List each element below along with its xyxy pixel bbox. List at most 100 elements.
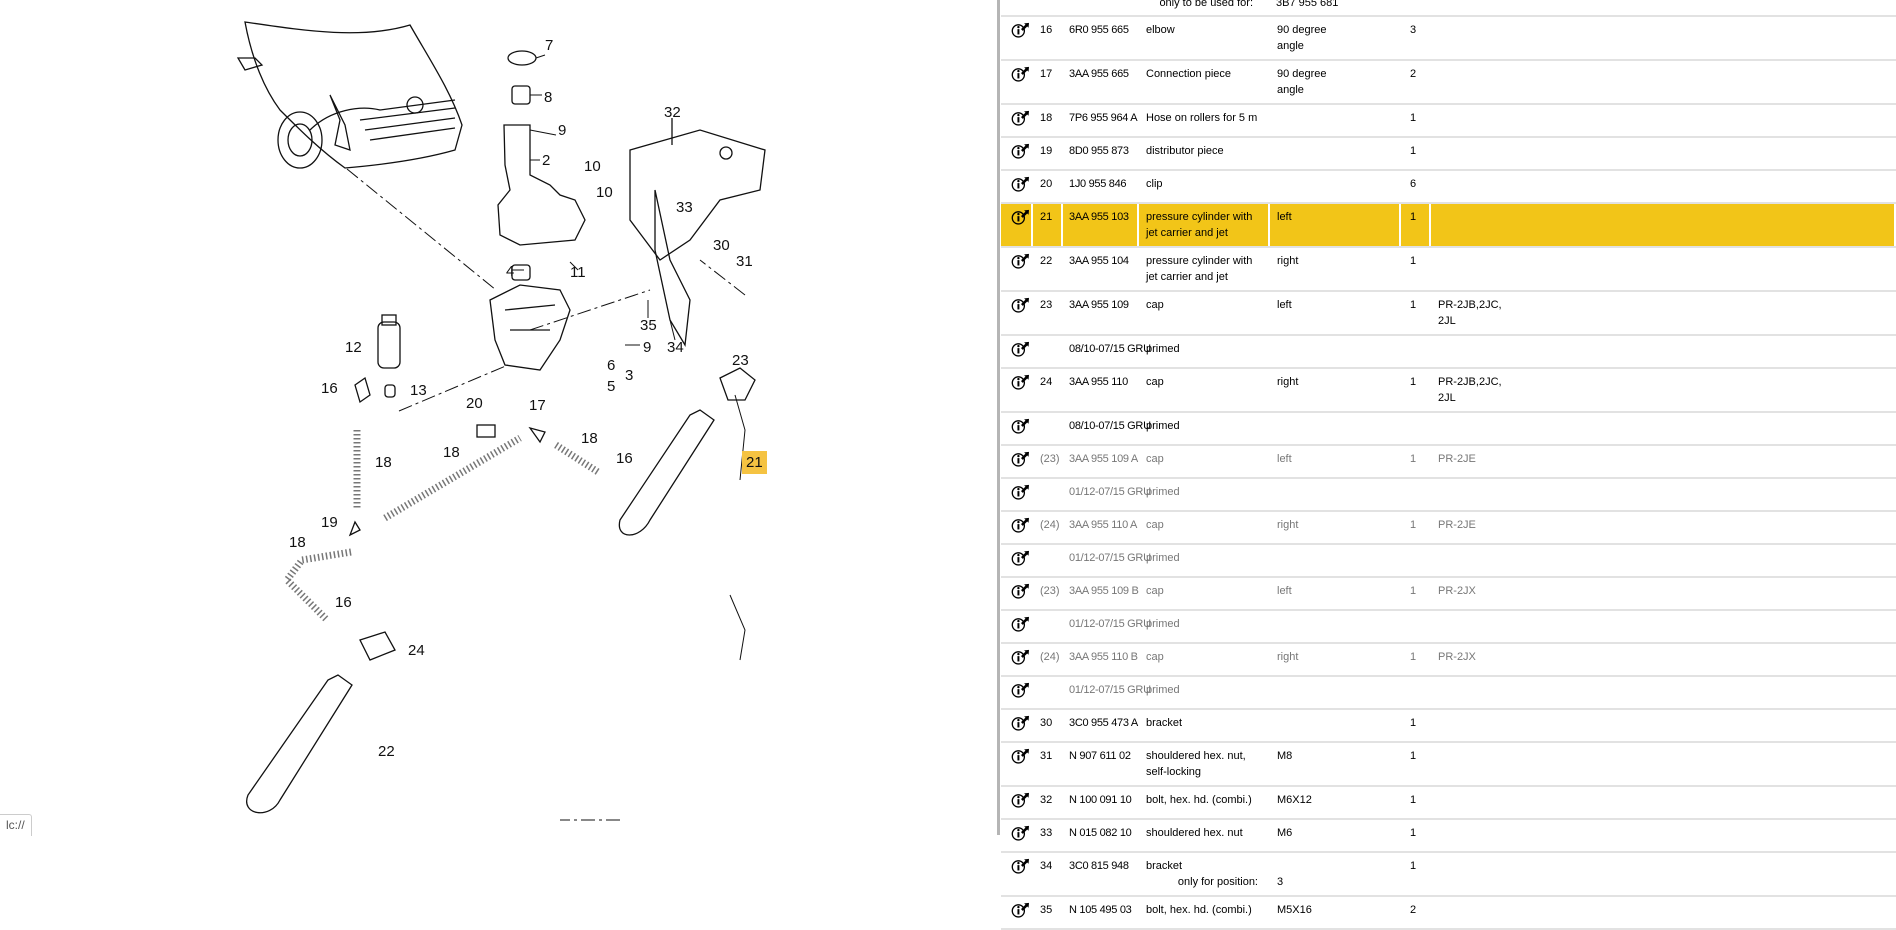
info-link-icon[interactable] (1010, 22, 1032, 38)
quantity: 1 (1400, 104, 1431, 138)
description: cap (1138, 577, 1270, 611)
callout-33[interactable]: 33 (676, 199, 693, 216)
callout-23[interactable]: 23 (732, 352, 749, 369)
info-cell (1001, 445, 1033, 479)
info-link-icon[interactable] (1010, 418, 1032, 434)
callout-3[interactable]: 3 (625, 367, 634, 384)
remark: M8 (1269, 742, 1401, 787)
info-link-icon[interactable] (1010, 176, 1032, 192)
callout-9[interactable]: 9 (643, 339, 652, 356)
callout-8[interactable]: 8 (544, 89, 553, 106)
part-number: 3AA 955 665 (1062, 60, 1139, 105)
info-link-icon[interactable] (1010, 550, 1032, 566)
callout-10[interactable]: 10 (596, 184, 613, 201)
model-info (1430, 852, 1896, 897)
callout-30[interactable]: 30 (713, 237, 730, 254)
position-number: 18 (1032, 104, 1063, 138)
callout-18[interactable]: 18 (375, 454, 392, 471)
callout-31[interactable]: 31 (736, 253, 753, 270)
info-link-icon[interactable] (1010, 451, 1032, 467)
info-link-icon[interactable] (1010, 616, 1032, 632)
position-number: 24 (1032, 368, 1063, 413)
callout-22[interactable]: 22 (378, 743, 395, 760)
info-link-icon[interactable] (1010, 66, 1032, 82)
callout-18[interactable]: 18 (289, 534, 306, 551)
callout-2[interactable]: 2 (542, 152, 551, 169)
callout-11[interactable]: 11 (570, 264, 586, 281)
quantity: 1 (1400, 577, 1431, 611)
info-link-icon[interactable] (1010, 748, 1032, 764)
callout-16[interactable]: 16 (321, 380, 338, 397)
info-link-icon[interactable] (1010, 715, 1032, 731)
callout-13[interactable]: 13 (410, 382, 427, 399)
info-link-icon[interactable] (1010, 902, 1032, 918)
info-link-icon[interactable] (1010, 517, 1032, 533)
callout-18[interactable]: 18 (443, 444, 460, 461)
info-link-icon[interactable] (1010, 110, 1032, 126)
callout-7[interactable]: 7 (545, 37, 554, 54)
info-link-icon[interactable] (1010, 858, 1032, 874)
callout-10[interactable]: 10 (584, 158, 601, 175)
callout-5[interactable]: 5 (607, 378, 616, 395)
remark (1269, 478, 1401, 512)
description: Hose on rollers for 5 m (1138, 104, 1270, 138)
callout-16[interactable]: 16 (616, 450, 633, 467)
callout-18[interactable]: 18 (581, 430, 598, 447)
info-link-icon[interactable] (1010, 583, 1032, 599)
info-link-icon[interactable] (1010, 825, 1032, 841)
callout-34[interactable]: 34 (667, 339, 684, 356)
info-link-icon[interactable] (1010, 649, 1032, 665)
description: cap (1138, 291, 1270, 336)
callout-20[interactable]: 20 (466, 395, 483, 412)
callout-16[interactable]: 16 (335, 594, 352, 611)
callout-21-highlighted[interactable]: 21 (742, 451, 767, 474)
quantity: 1 (1400, 742, 1431, 787)
callout-32[interactable]: 32 (664, 104, 681, 121)
info-link-icon[interactable] (1010, 341, 1032, 357)
info-link-icon[interactable] (1010, 209, 1032, 225)
info-link-icon[interactable] (1010, 253, 1032, 269)
info-link-icon[interactable] (1010, 484, 1032, 500)
callout-24[interactable]: 24 (408, 642, 425, 659)
info-link-icon[interactable] (1010, 297, 1032, 313)
callout-4[interactable]: 4 (506, 263, 515, 280)
info-link-icon[interactable] (1010, 792, 1032, 808)
callout-17[interactable]: 17 (529, 397, 546, 414)
description: cap (1138, 368, 1270, 413)
callout-19[interactable]: 19 (321, 514, 338, 531)
callout-9[interactable]: 9 (558, 122, 567, 139)
callout-12[interactable]: 12 (345, 339, 362, 356)
pane-splitter[interactable] (997, 0, 1000, 835)
callout-6[interactable]: 6 (607, 357, 616, 374)
remark: right (1269, 511, 1401, 545)
info-link-icon[interactable] (1010, 682, 1032, 698)
callout-35[interactable]: 35 (640, 317, 657, 334)
info-link-icon[interactable] (1010, 143, 1032, 159)
info-link-icon[interactable] (1010, 374, 1032, 390)
